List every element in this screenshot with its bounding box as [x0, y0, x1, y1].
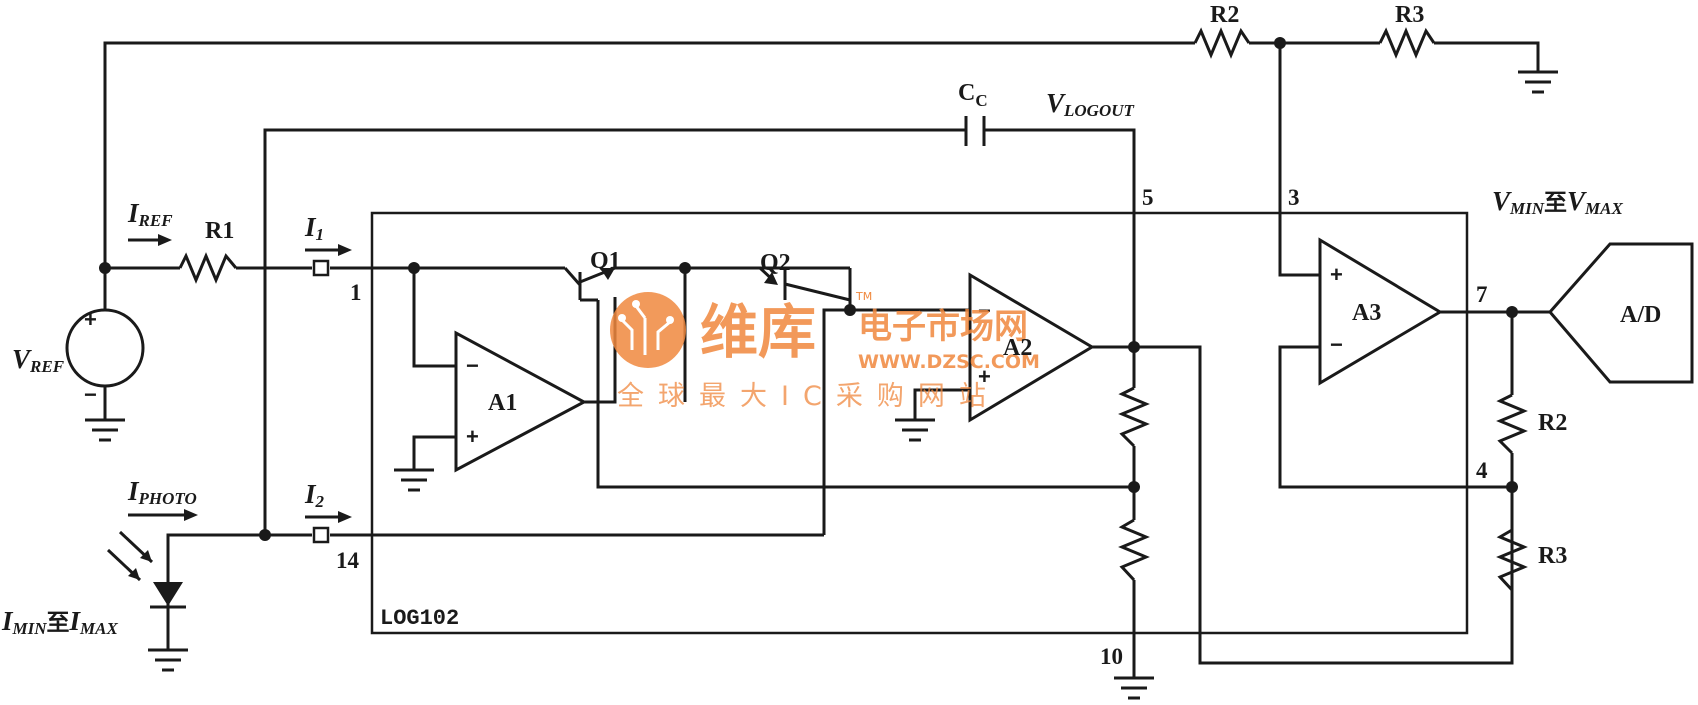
pin-4: 4 — [1476, 458, 1488, 483]
resistor-r2-top — [1193, 27, 1251, 59]
svg-text:+: + — [1330, 262, 1343, 287]
ad-converter-block — [1548, 242, 1694, 384]
pin-7: 7 — [1476, 282, 1488, 307]
photodiode-icon — [106, 530, 186, 650]
op-amp-a2: − + — [968, 272, 1095, 423]
resistor-divider-upper — [1118, 386, 1150, 448]
label-q1: Q1 — [590, 248, 621, 274]
label-i1: I1 — [304, 212, 324, 244]
svg-text:+: + — [466, 424, 479, 449]
label-ic-name: LOG102 — [380, 606, 459, 631]
label-i2: I2 — [304, 479, 325, 511]
resistor-r2-right — [1496, 393, 1528, 455]
op-amp-a3: + − — [1318, 237, 1443, 386]
dzsc-logo-icon — [610, 292, 686, 368]
pin-14: 14 — [336, 548, 360, 573]
op-amp-a1: − + — [454, 330, 588, 473]
svg-text:−: − — [466, 353, 479, 378]
ground-icon — [394, 468, 434, 492]
pin-numbers: 1 14 5 3 7 4 10 — [336, 185, 1488, 669]
label-vref: VREF — [12, 344, 65, 376]
label-vlogout: VLOGOUT — [1046, 88, 1135, 120]
pin-10: 10 — [1100, 644, 1123, 669]
watermark-tagline: 电子市场网 — [858, 307, 1028, 347]
ground-icon — [1114, 676, 1154, 700]
watermark-tm: TM — [855, 290, 872, 303]
label-ad: A/D — [1620, 302, 1661, 328]
watermark-url: WWW.DZSC.COM — [858, 351, 1040, 373]
log102-ic-boundary — [370, 211, 1469, 635]
label-vmin-vmax: VMIN至VMAX — [1492, 186, 1624, 218]
watermark: 维库 电子市场网 WWW.DZSC.COM TM 全球最大IC采购网站 — [610, 290, 1040, 412]
ground-icon — [1518, 70, 1558, 94]
watermark-brand: 维库 — [700, 298, 816, 366]
pin-terminals — [312, 259, 330, 544]
current-arrows — [128, 234, 352, 523]
label-r3-right: R3 — [1538, 543, 1567, 569]
ground-icon — [85, 418, 125, 442]
label-r2-right: R2 — [1538, 410, 1567, 436]
resistor-r1 — [178, 252, 238, 284]
wires — [103, 41, 1550, 678]
label-r1: R1 — [205, 218, 234, 244]
label-imin-imax: IMIN至IMAX — [1, 606, 119, 638]
label-a1: A1 — [488, 390, 517, 416]
label-r3-top: R3 — [1395, 2, 1424, 28]
pin-1: 1 — [350, 280, 362, 305]
resistor-divider-lower — [1118, 518, 1150, 582]
label-a3: A3 — [1352, 300, 1381, 326]
label-r2-top: R2 — [1210, 2, 1239, 28]
svg-text:+: + — [978, 364, 991, 389]
svg-text:−: − — [84, 382, 97, 407]
junction-dots — [99, 37, 1518, 541]
pin-3: 3 — [1288, 185, 1300, 210]
label-cc: CC — [958, 80, 988, 110]
label-q2: Q2 — [760, 250, 791, 276]
label-iref: IREF — [127, 198, 173, 230]
svg-text:−: − — [978, 298, 991, 323]
transistor-q2 — [758, 266, 851, 302]
ground-icon — [148, 648, 188, 672]
capacitor-cc — [964, 116, 986, 146]
transistor-q1 — [563, 266, 616, 302]
vref-voltage-source: + − — [65, 307, 145, 407]
ground-icon — [895, 418, 935, 442]
component-labels: R1 R2 R3 R2 R3 CC Q1 Q2 A1 A2 A3 A/D VRE… — [1, 2, 1661, 638]
svg-text:−: − — [1330, 332, 1343, 357]
label-iphoto: IPHOTO — [127, 476, 197, 508]
ground-symbols — [85, 70, 1558, 700]
resistor-r3-right — [1496, 528, 1528, 592]
svg-text:+: + — [84, 307, 97, 332]
label-a2: A2 — [1003, 335, 1032, 361]
resistor-r3-top — [1378, 27, 1436, 59]
watermark-slogan: 全球最大IC采购网站 — [617, 381, 1000, 412]
pin-5: 5 — [1142, 185, 1154, 210]
